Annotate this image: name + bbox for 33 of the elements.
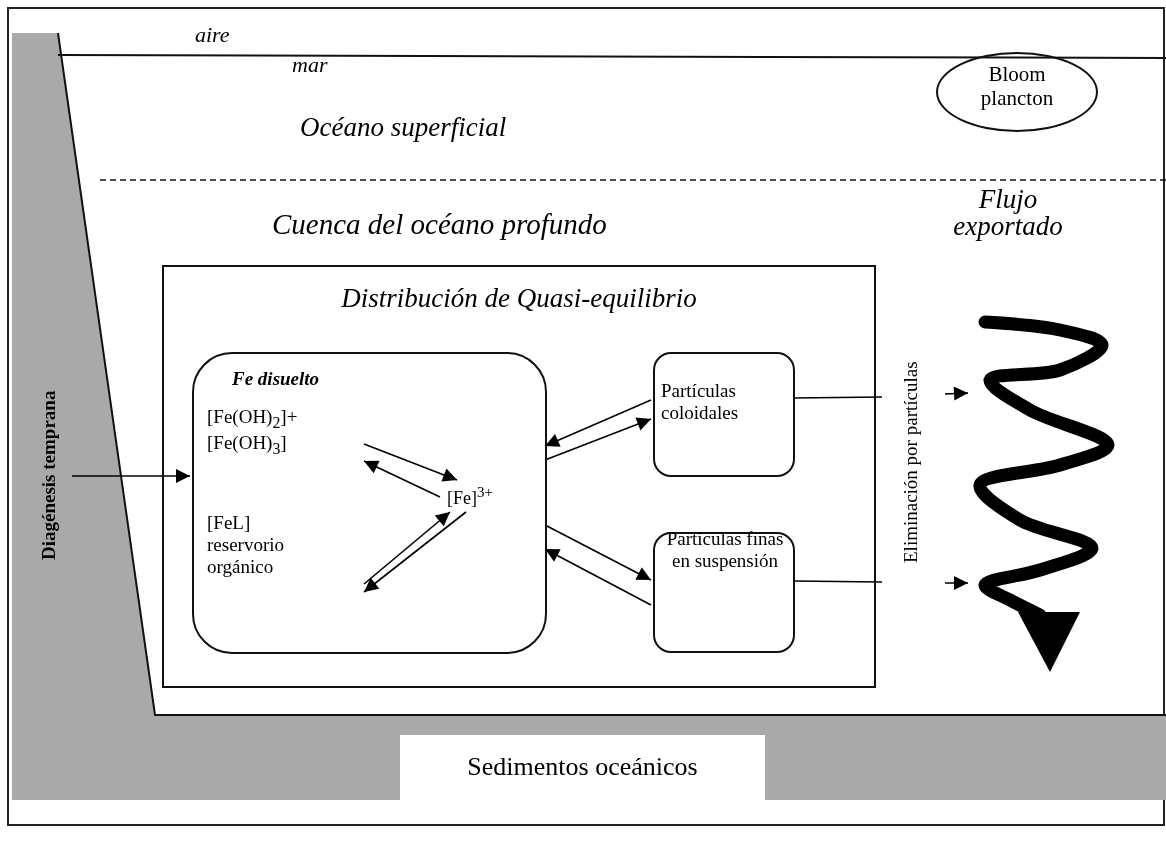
zone-label: Cuenca del océano profundo — [272, 208, 607, 241]
species-text: [FeL] reservorio orgánico — [207, 512, 286, 578]
flux-label: Flujo exportado — [952, 186, 1064, 240]
arrow — [363, 460, 441, 498]
ellipse-node — [936, 52, 1098, 132]
sea-label: mar — [292, 52, 328, 78]
ellipse-label: Bloom plancton — [979, 62, 1055, 111]
arrow — [792, 576, 969, 590]
arrow — [363, 511, 451, 585]
box-heading: Fe disuelto — [232, 368, 321, 390]
air-label: aire — [195, 22, 230, 48]
box-label: Partículas coloidales — [661, 380, 740, 424]
rounded-process-box — [653, 352, 795, 477]
process-panel — [162, 265, 876, 688]
zone-label: Océano superficial — [300, 112, 507, 143]
arrow — [544, 524, 652, 581]
vertical-label: Eliminación por partículas — [900, 360, 922, 566]
vertical-label: Diagénesis temprana — [38, 389, 60, 562]
arrow — [792, 386, 969, 401]
box-label: Sedimentos oceánicos — [466, 752, 699, 782]
species-text: [Fe(OH)$_{2}$]+ [Fe(OH)$_{3}$] — [207, 406, 299, 458]
arrow — [71, 469, 191, 483]
rounded-process-box — [192, 352, 547, 654]
arrow — [544, 417, 652, 461]
arrow — [363, 511, 467, 593]
species-text: [Fe]$^{3+}$ — [447, 484, 494, 509]
label-box — [400, 735, 765, 800]
arrow — [363, 443, 458, 482]
arrow — [544, 399, 652, 447]
arrow — [544, 548, 652, 606]
rounded-process-box — [653, 532, 795, 653]
box-label: Partículas finas en suspensión — [665, 528, 785, 572]
panel-heading: Distribución de Quasi-equilibrio — [340, 283, 698, 315]
